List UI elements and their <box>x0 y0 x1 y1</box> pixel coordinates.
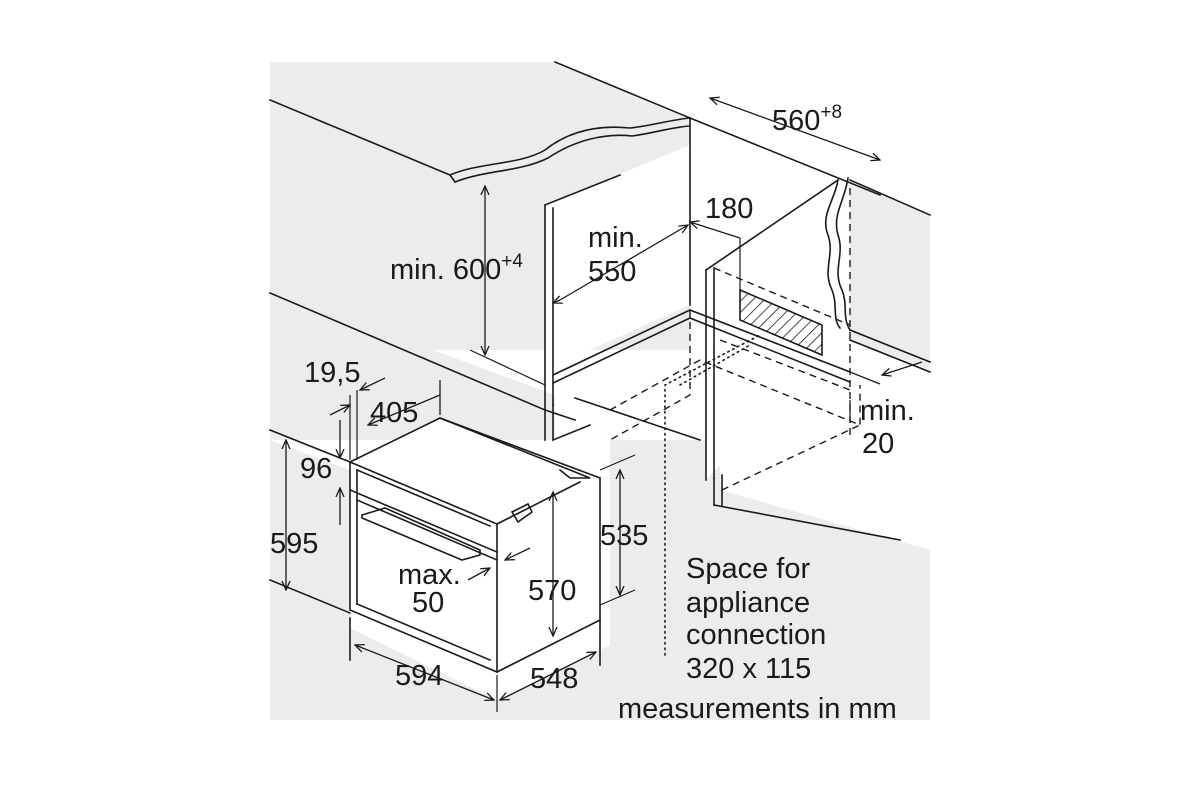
label-rear-height: 535 <box>600 520 648 552</box>
oven <box>348 416 602 674</box>
label-niche-height: min. 600+4 <box>390 251 523 286</box>
label-niche-width: 560+8 <box>772 102 842 137</box>
countertop <box>268 60 692 184</box>
label-total-depth: 548 <box>530 663 578 695</box>
door-handle <box>361 507 481 561</box>
label-connection-4: 320 x 115 <box>686 653 811 685</box>
label-total-height: 595 <box>270 528 318 560</box>
label-connection-2: appliance <box>686 587 810 619</box>
label-connection-3: connection <box>686 619 826 651</box>
cabinet-niche <box>543 116 932 656</box>
label-rear-gap: 180 <box>705 193 753 225</box>
label-total-width: 594 <box>395 660 443 692</box>
label-door-gap-1: max. <box>398 559 461 591</box>
label-body-height: 570 <box>528 575 576 607</box>
connection-zone-hatch <box>739 288 823 357</box>
label-door-gap-2: 50 <box>412 587 444 619</box>
dimension-labels: 560+8 min. 600+4 min. 550 180 min. 20 19… <box>270 102 915 725</box>
label-min-depth-1: min. <box>588 222 643 254</box>
label-front-offset: 19,5 <box>304 357 360 389</box>
label-panel-height: 96 <box>300 453 332 485</box>
label-connection-1: Space for <box>686 553 810 585</box>
label-min-gap-2: 20 <box>862 428 894 460</box>
label-min-depth-2: 550 <box>588 256 636 288</box>
dimension-lines <box>286 98 923 712</box>
label-min-gap-1: min. <box>860 395 915 427</box>
label-units-note: measurements in mm <box>618 693 897 725</box>
label-front-width: 405 <box>370 397 418 429</box>
